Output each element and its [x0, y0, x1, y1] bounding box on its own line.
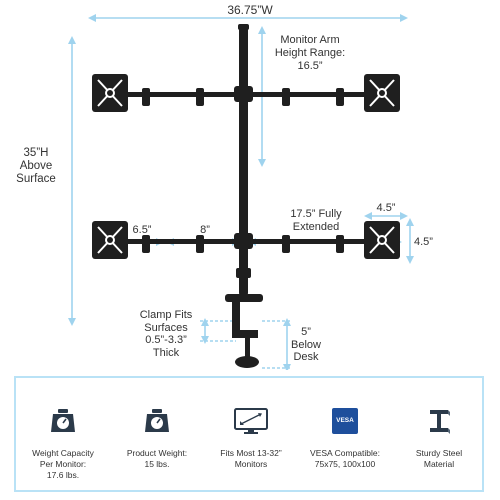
below-line-3: Desk [293, 351, 319, 363]
top-collar [234, 86, 253, 102]
spec-line-1: Product Weight: [126, 448, 188, 458]
vesa-plate-bottom-left [92, 221, 128, 259]
pole-cap [238, 24, 249, 30]
spec-text: VESA Compatible: 75x75, 100x100 [298, 448, 392, 470]
bottom-joint-l2 [196, 235, 204, 253]
vesa-plates [92, 74, 400, 259]
height-line-3: Surface [16, 173, 56, 185]
spec-weight-capacity: Weight Capacity Per Monitor: 17.6 lbs. [16, 378, 110, 490]
top-joint-r2 [336, 88, 344, 106]
arm-range-line-2: Height Range: [274, 47, 346, 59]
spec-product-weight: Product Weight: 15 lbs. [110, 378, 204, 490]
scale-icon [144, 408, 170, 439]
vesa-width-label: 4.5” [376, 202, 396, 214]
steel-beam-icon [427, 408, 451, 439]
bottom-joint-r1 [282, 235, 290, 253]
clamp-line-4: Thick [152, 346, 180, 359]
arm-range-line-3: 16.5” [297, 60, 323, 72]
top-joint-l2 [196, 88, 204, 106]
spec-line-2: 15 lbs. [144, 459, 170, 469]
spec-vesa: VESA VESA Compatible: 75x75, 100x100 [298, 378, 392, 490]
bottom-joint-l1 [142, 235, 150, 253]
clamp-knob [235, 356, 259, 368]
clamp-line-1: Clamp Fits [139, 309, 193, 321]
vesa-height-label: 4.5” [414, 236, 433, 248]
spec-line-1: Sturdy Steel [415, 448, 463, 458]
spec-line-1: VESA Compatible: [310, 448, 380, 458]
extended-line-2: Extended [292, 221, 340, 233]
extended-label: 17.5” Fully Extended [278, 208, 354, 234]
below-line-2: Below [291, 338, 321, 351]
spec-line-2: 75x75, 100x100 [314, 459, 376, 469]
spec-text: Weight Capacity Per Monitor: 17.6 lbs. [16, 448, 110, 481]
vesa-badge-text: VESA [336, 417, 354, 424]
clamp-line-3: 0.5”-3.3” [145, 334, 187, 346]
spec-line-1: Fits Most 13-32” [220, 448, 282, 458]
mid-span-label: 8” [200, 224, 210, 236]
left-span-label: 6.5” [132, 224, 152, 236]
spec-text: Fits Most 13-32” Monitors [204, 448, 298, 470]
spec-monitor-size: Fits Most 13-32” Monitors [204, 378, 298, 490]
bottom-joint-r2 [336, 235, 344, 253]
spec-line-2: Per Monitor: [39, 459, 87, 469]
below-desk-label: 5” Below Desk [288, 326, 324, 364]
spec-panel: Weight Capacity Per Monitor: 17.6 lbs. P… [14, 376, 484, 492]
total-width-label: 36.75”W [227, 3, 273, 17]
total-height-label: 35”H Above Surface [4, 147, 68, 186]
clamp-top-plate [225, 294, 263, 302]
monitor-mount [110, 24, 380, 368]
lower-collar [236, 268, 251, 278]
monitor-mount-diagram [68, 14, 414, 370]
spec-text: Product Weight: 15 lbs. [110, 448, 204, 470]
clamp-screw [245, 338, 250, 358]
extended-line-1: 17.5” Fully [290, 208, 342, 220]
spec-steel: Sturdy Steel Material [392, 378, 486, 490]
spec-line-2: Monitors [234, 459, 268, 469]
vesa-plate-top-left [92, 74, 128, 112]
arm-range-label: Monitor Arm Height Range: 16.5” [264, 34, 356, 73]
vesa-badge-icon: VESA [332, 408, 358, 434]
clamp-label: Clamp Fits Surfaces 0.5”-3.3” Thick [128, 309, 204, 359]
spec-text: Sturdy Steel Material [392, 448, 486, 470]
spec-line-2: Material [423, 459, 455, 469]
monitor-icon [234, 408, 268, 439]
spec-line-3: 17.6 lbs. [46, 470, 80, 480]
scale-icon [50, 408, 76, 439]
arm-range-line-1: Monitor Arm [280, 34, 340, 46]
clamp-line-2: Surfaces [144, 321, 188, 334]
height-line-2: Above [19, 160, 53, 172]
vesa-plate-bottom-right [364, 221, 400, 259]
height-line-1: 35”H [23, 147, 49, 159]
clamp-body [232, 302, 258, 338]
below-line-1: 5” [301, 326, 311, 338]
vesa-plate-top-right [364, 74, 400, 112]
top-joint-r1 [282, 88, 290, 106]
spec-line-1: Weight Capacity [32, 448, 94, 458]
top-joint-l1 [142, 88, 150, 106]
center-pole [239, 26, 248, 296]
bottom-collar [234, 233, 253, 249]
